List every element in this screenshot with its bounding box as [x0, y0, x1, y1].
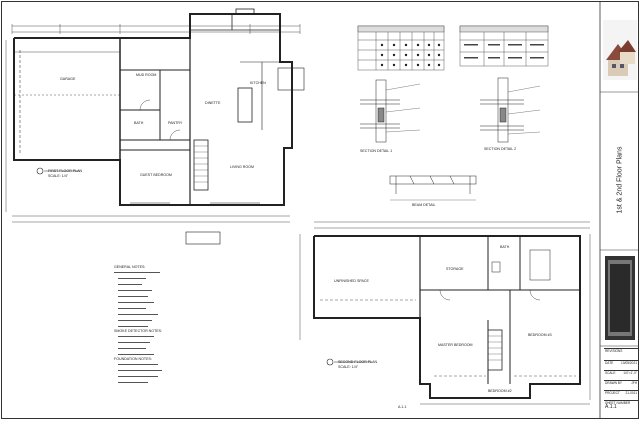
tb-drawn-value: JFH	[631, 381, 637, 385]
first-floor-plan	[5, 8, 305, 245]
room-mud-room: MUD ROOM	[136, 73, 156, 77]
room-unfinished: UNFINISHED SPACE	[334, 279, 369, 283]
second-floor-scale: SCALE: 1/4"	[338, 365, 359, 369]
room-guest-bedroom: GUEST BEDROOM	[140, 173, 172, 177]
tb-date-value: 10/05/2021	[621, 361, 637, 365]
room-bath-first: BATH	[134, 121, 144, 125]
room-bedroom-2: BEDROOM #2	[488, 389, 512, 393]
tb-revisions: REVISIONS	[604, 348, 638, 359]
room-kitchen: KITCHEN	[250, 81, 266, 85]
sheet-title: 1st & 2nd Floor Plans	[616, 146, 624, 214]
sheet-title-vertical: 1st & 2nd Floor Plans	[600, 110, 640, 250]
tb-sheet-label: SHEET NUMBER	[605, 401, 631, 405]
tb-drawn-label: DRAWN BY	[605, 381, 623, 385]
tb-project: PROJECT 21-0011	[604, 390, 638, 399]
sheet-page-label: A.1.1	[398, 405, 406, 409]
room-garage: GARAGE	[60, 77, 76, 81]
section-detail-2	[480, 77, 541, 143]
section-detail-1	[360, 79, 421, 143]
second-floor-title: SECOND FLOOR PLAN	[338, 360, 378, 364]
room-storage: STORAGE	[446, 267, 464, 271]
engineer-seal	[605, 256, 635, 340]
house-thumbnail-icon	[603, 20, 637, 80]
first-floor-scale: SCALE: 1/4"	[48, 174, 69, 178]
tb-scale-value: 1/4"=1'-0"	[623, 371, 637, 375]
second-floor-plan	[299, 221, 591, 405]
section-2-label: SECTION DETAIL 2	[484, 147, 516, 151]
room-master: MASTER BEDROOM	[438, 343, 473, 347]
room-dinette: DINETTE	[205, 101, 221, 105]
section-1-label: SECTION DETAIL 1	[360, 149, 392, 153]
tb-date-label: DATE	[605, 361, 614, 365]
room-bath-second: BATH	[500, 245, 510, 249]
notes-block	[114, 272, 162, 383]
tb-project-value: 21-0011	[625, 391, 637, 395]
tb-date: DATE 10/05/2021	[604, 360, 638, 369]
room-pantry: PANTRY	[168, 121, 183, 125]
tb-drawn: DRAWN BY JFH	[604, 380, 638, 389]
tb-project-label: PROJECT	[605, 391, 620, 395]
window-schedule-table	[357, 25, 445, 71]
tb-scale-label: SCALE	[605, 371, 616, 375]
beam-detail-label: BEAM DETAIL	[412, 203, 436, 207]
tb-sheet-value: A.1.1	[605, 404, 617, 410]
first-floor-title: FIRST FLOOR PLAN	[48, 169, 82, 173]
door-schedule-table	[459, 25, 549, 67]
beam-detail	[389, 175, 477, 201]
tb-scale: SCALE 1/4"=1'-0"	[604, 370, 638, 379]
room-bedroom-3: BEDROOM #3	[528, 333, 552, 337]
tb-revisions-label: REVISIONS	[605, 349, 623, 353]
notes-smoke-header: SMOKE DETECTOR NOTES:	[114, 329, 162, 333]
notes-general-header: GENERAL NOTES:	[114, 265, 145, 269]
room-living-room: LIVING ROOM	[230, 165, 254, 169]
notes-foundation-header: FOUNDATION NOTES:	[114, 357, 152, 361]
